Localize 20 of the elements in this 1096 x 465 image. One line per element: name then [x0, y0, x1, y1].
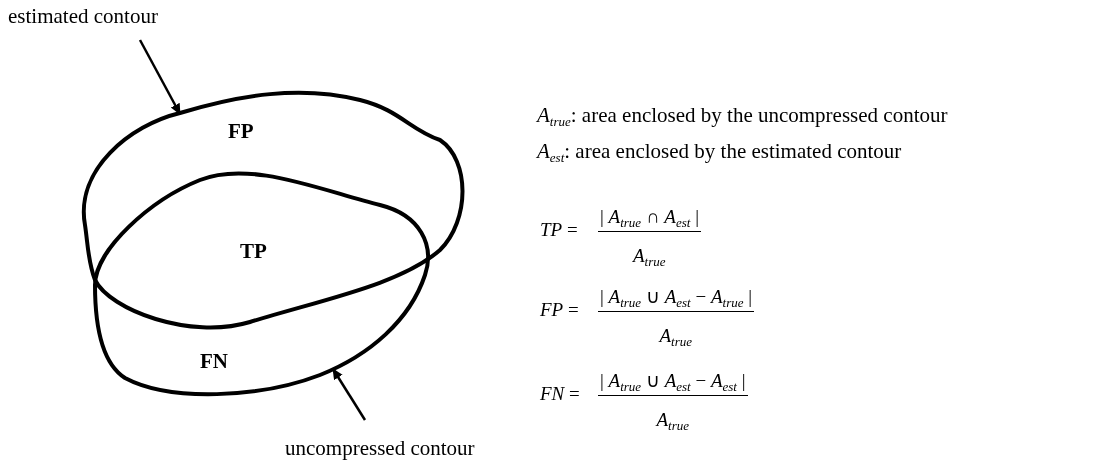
contour-label: estimated contour [8, 5, 158, 29]
formula-lhs: TP = [540, 220, 578, 241]
contour-outline [81, 90, 465, 330]
fraction-denominator: A$_{true}$ [656, 410, 690, 434]
fraction-numerator: | A$_{true}$ ∪ A$_{est}$ − A$_{est}$ | [598, 371, 748, 397]
definition-text: A$_{true}$: area enclosed by the uncompressed contour [537, 104, 948, 130]
fraction-numerator: | A$_{true}$ ∪ A$_{est}$ − A$_{true}$ | [598, 287, 755, 313]
arrow [138, 39, 182, 115]
fraction-denominator: A$_{true}$ [659, 326, 693, 350]
formula-lhs: FP = [540, 300, 579, 321]
fraction-numerator: | A$_{true}$ ∩ A$_{est}$ | [598, 207, 701, 233]
region-label: TP [240, 240, 267, 264]
region-label: FP [228, 120, 254, 144]
definition-text: A$_{est}$: area enclosed by the estimated contour [537, 140, 902, 166]
contour-label: uncompressed contour [285, 437, 475, 461]
formula-lhs: FN = [540, 384, 580, 405]
region-label: FN [200, 350, 228, 374]
fraction-denominator: A$_{true}$ [633, 246, 666, 270]
contour-outline [93, 171, 430, 397]
arrow [331, 368, 367, 421]
